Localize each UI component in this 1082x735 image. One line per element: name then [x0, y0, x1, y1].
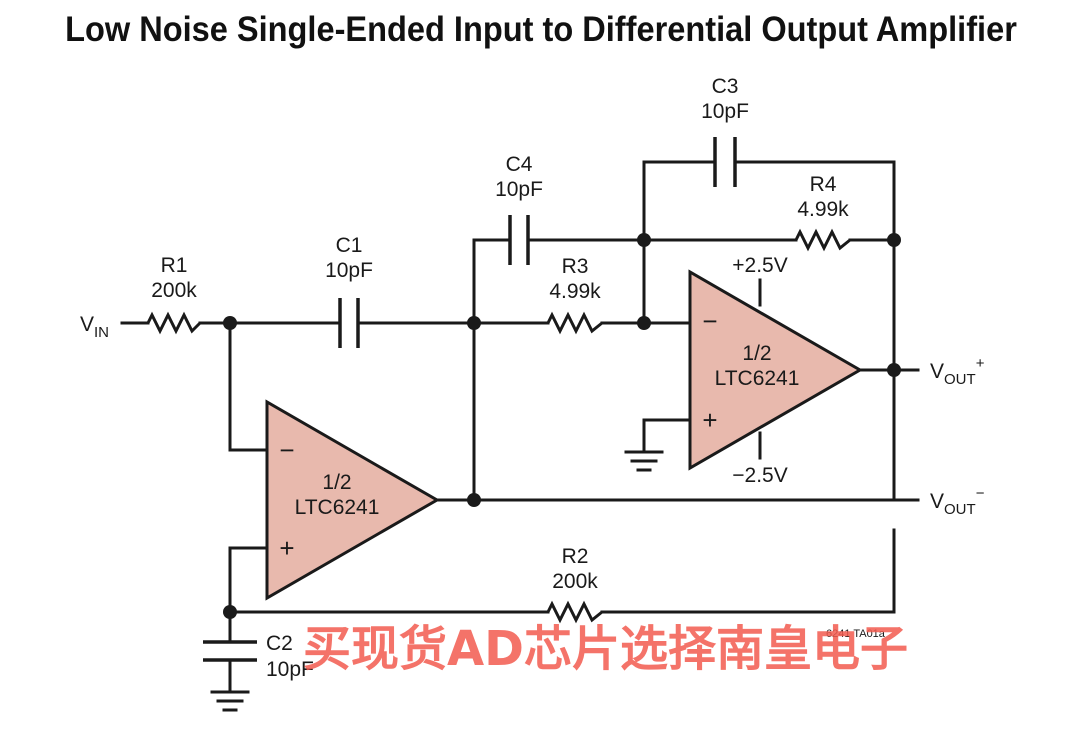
- c2-value: 10pF: [266, 658, 314, 681]
- opamp-top-part: LTC6241: [715, 367, 800, 390]
- opamp-bottom-fraction: 1/2: [322, 471, 351, 494]
- opamp-bottom: [265, 399, 441, 601]
- port-vin: VIN: [80, 313, 109, 341]
- opamp-bottom-plus: +: [279, 533, 294, 563]
- supply-positive: +2.5V: [732, 254, 787, 277]
- c4-value: 10pF: [495, 178, 543, 201]
- r1-name: R1: [161, 254, 188, 277]
- c3-value: 10pF: [701, 100, 749, 123]
- opamp-bottom-minus: −: [279, 435, 294, 465]
- capacitor-c1: [338, 298, 360, 348]
- capacitor-c4: [508, 215, 530, 265]
- r3-value: 4.99k: [549, 280, 601, 303]
- r4-value: 4.99k: [797, 198, 849, 221]
- ground-symbol-top-amp: [624, 450, 664, 472]
- opamp-top-fraction: 1/2: [742, 342, 771, 365]
- supply-negative: −2.5V: [732, 464, 787, 487]
- figure-code: 6241 TA01a: [826, 628, 886, 640]
- junction-dots: [223, 233, 901, 619]
- resistor-r4: [794, 228, 851, 252]
- wires: [120, 160, 920, 694]
- c3-name: C3: [712, 75, 739, 98]
- r2-name: R2: [562, 545, 589, 568]
- opamp-top-plus: +: [702, 405, 717, 435]
- opamp-top-minus: −: [702, 306, 717, 336]
- resistor-r3: [546, 311, 603, 335]
- c1-value: 10pF: [325, 259, 373, 282]
- r4-name: R4: [810, 173, 837, 196]
- port-vout-neg: VOUT−: [930, 485, 985, 518]
- capacitor-c2: [203, 640, 257, 662]
- c4-name: C4: [506, 153, 533, 176]
- c2-name: C2: [266, 632, 293, 655]
- r3-name: R3: [562, 255, 589, 278]
- c1-name: C1: [336, 234, 363, 257]
- r1-value: 200k: [151, 279, 197, 302]
- ground-symbol-c2: [210, 690, 250, 712]
- port-vout-pos: VOUT+: [930, 355, 985, 388]
- watermark-text: 买现货AD芯片选择南皇电子: [303, 621, 908, 677]
- capacitor-c3: [713, 137, 737, 187]
- resistor-r1: [146, 311, 202, 335]
- resistor-r2: [546, 600, 603, 624]
- opamp-bottom-part: LTC6241: [295, 496, 380, 519]
- r2-value: 200k: [552, 570, 598, 593]
- opamp-top: [688, 269, 864, 471]
- diagram-title: Low Noise Single-Ended Input to Differen…: [65, 10, 1017, 49]
